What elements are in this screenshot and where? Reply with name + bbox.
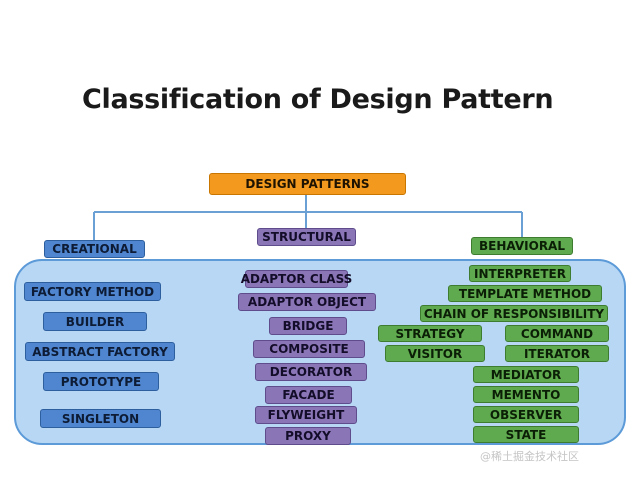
pattern-template-method: TEMPLATE METHOD: [448, 285, 602, 302]
pattern-factory-method: FACTORY METHOD: [24, 282, 161, 301]
pattern-strategy: STRATEGY: [378, 325, 482, 342]
pattern-abstract-factory: ABSTRACT FACTORY: [25, 342, 175, 361]
pattern-builder: BUILDER: [43, 312, 147, 331]
pattern-proxy: PROXY: [265, 427, 351, 445]
pattern-state: STATE: [473, 426, 579, 443]
pattern-command: COMMAND: [505, 325, 609, 342]
pattern-facade: FACADE: [265, 386, 352, 404]
pattern-observer: OBSERVER: [473, 406, 579, 423]
pattern-adaptor-class: ADAPTOR CLASS: [240, 270, 353, 288]
pattern-singleton: SINGLETON: [40, 409, 161, 428]
root-node: DESIGN PATTERNS: [209, 173, 406, 195]
category-structural: STRUCTURAL: [257, 228, 356, 246]
pattern-decorator: DECORATOR: [255, 363, 367, 381]
pattern-interpreter: INTERPRETER: [469, 265, 571, 282]
watermark: @稀土掘金技术社区: [480, 450, 579, 463]
pattern-chain-of-responsibility: CHAIN OF RESPONSIBILITY: [420, 305, 608, 322]
category-creational: CREATIONAL: [44, 240, 145, 258]
pattern-iterator: ITERATOR: [505, 345, 609, 362]
pattern-flyweight: FLYWEIGHT: [255, 406, 357, 424]
category-behavioral: BEHAVIORAL: [471, 237, 573, 255]
pattern-bridge: BRIDGE: [269, 317, 347, 335]
pattern-mediator: MEDIATOR: [473, 366, 579, 383]
pattern-adaptor-object: ADAPTOR OBJECT: [238, 293, 376, 311]
page-title: Classification of Design Pattern: [82, 84, 554, 115]
pattern-prototype: PROTOTYPE: [43, 372, 159, 391]
pattern-visitor: VISITOR: [385, 345, 485, 362]
pattern-memento: MEMENTO: [473, 386, 579, 403]
pattern-composite: COMPOSITE: [253, 340, 365, 358]
